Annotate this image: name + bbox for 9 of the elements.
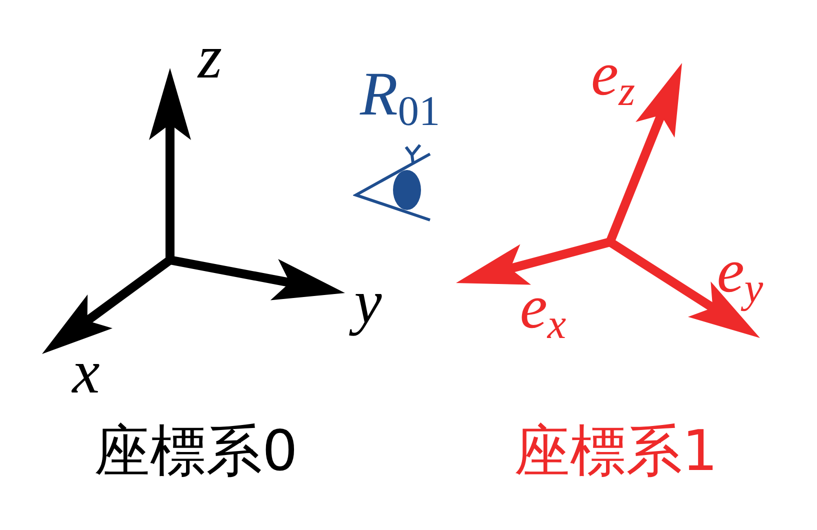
axis-label: e$_{y}$ [716, 236, 764, 314]
axis-label: e$_{z}$ [590, 40, 636, 118]
frame-caption: 座標系1 [514, 421, 718, 483]
rotation-label: R$_{01}$ [358, 60, 442, 138]
axis-label: y [346, 266, 390, 350]
frame-caption: 座標系0 [94, 421, 298, 483]
axis-label: z [196, 22, 224, 94]
axis-label: x [70, 338, 101, 409]
axis-label: e$_{x}$ [518, 272, 568, 350]
